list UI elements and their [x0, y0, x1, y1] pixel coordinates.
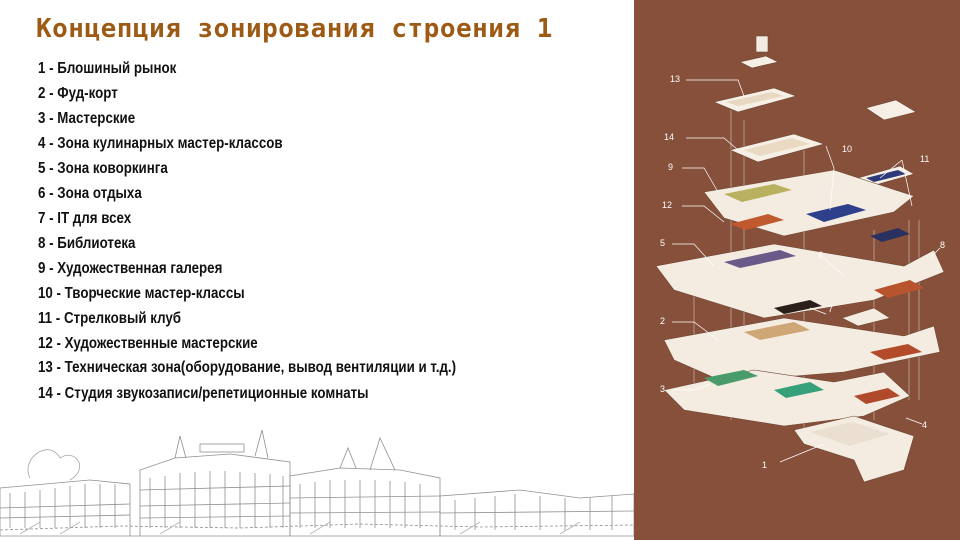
- zone-item-12: 12 - Художественные мастерские: [38, 335, 258, 352]
- diagram-label-14: 14: [664, 132, 674, 142]
- zone-item-7: 7 - IT для всех: [38, 210, 132, 227]
- zone-item-8: 8 - Библиотека: [38, 235, 136, 252]
- zone-item-10: 10 - Творческие мастер-классы: [38, 285, 245, 302]
- diagram-label-1: 1: [762, 460, 767, 470]
- diagram-label-12: 12: [662, 200, 672, 210]
- diagram-label-9: 9: [668, 162, 673, 172]
- diagram-label-2: 2: [660, 316, 665, 326]
- zone-item-13: 13 - Техническая зона(оборудование, выво…: [38, 359, 457, 376]
- floor-level-food-court: [663, 317, 941, 383]
- floor-level-gallery: [703, 169, 915, 242]
- diagram-label-5: 5: [660, 238, 665, 248]
- zone-item-11: 11 - Стрелковый клуб: [38, 310, 182, 327]
- roof-elements: [739, 35, 917, 121]
- floor-level-coworking: [655, 243, 945, 327]
- exploded-floor-plan-diagram: 13 14 9 12 5 2 3 10 11 8 6 7 4 1: [655, 35, 945, 483]
- diagram-label-10: 10: [842, 144, 852, 154]
- zone-item-9: 9 - Художественная галерея: [38, 260, 223, 277]
- floor-level-flea-market: [793, 415, 915, 483]
- zone-item-2: 2 - Фуд-корт: [38, 85, 118, 102]
- diagram-label-13: 13: [670, 74, 680, 84]
- zone-list: 1 - Блошиный рынок 2 - Фуд-корт 3 - Маст…: [38, 56, 508, 406]
- diagram-label-3: 3: [660, 384, 665, 394]
- floor-level-technical: [713, 87, 797, 113]
- floor-level-studio: [729, 133, 915, 187]
- slide-title: Концепция зонирования строения 1: [36, 14, 553, 44]
- text-panel: Концепция зонирования строения 1 1 - Бло…: [0, 14, 634, 537]
- diagram-label-8: 8: [940, 240, 945, 250]
- diagram-label-7: 7: [828, 304, 833, 314]
- building-sketch-illustration: [0, 429, 634, 537]
- floor-level-workshops: [663, 369, 911, 427]
- zone-item-3: 3 - Мастерские: [38, 110, 136, 127]
- zone-item-4: 4 - Зона кулинарных мастер-классов: [38, 135, 283, 152]
- zone-item-5: 5 - Зона коворкинга: [38, 160, 168, 177]
- zone-item-1: 1 - Блошиный рынок: [38, 60, 177, 77]
- diagram-panel: 13 14 9 12 5 2 3 10 11 8 6 7 4 1: [634, 0, 960, 540]
- zone-item-6: 6 - Зона отдыха: [38, 185, 142, 202]
- diagram-label-6: 6: [818, 250, 823, 260]
- zone-item-14: 14 - Студия звукозаписи/репетиционные ко…: [38, 385, 369, 402]
- diagram-label-11: 11: [920, 154, 929, 164]
- diagram-label-4: 4: [922, 420, 927, 430]
